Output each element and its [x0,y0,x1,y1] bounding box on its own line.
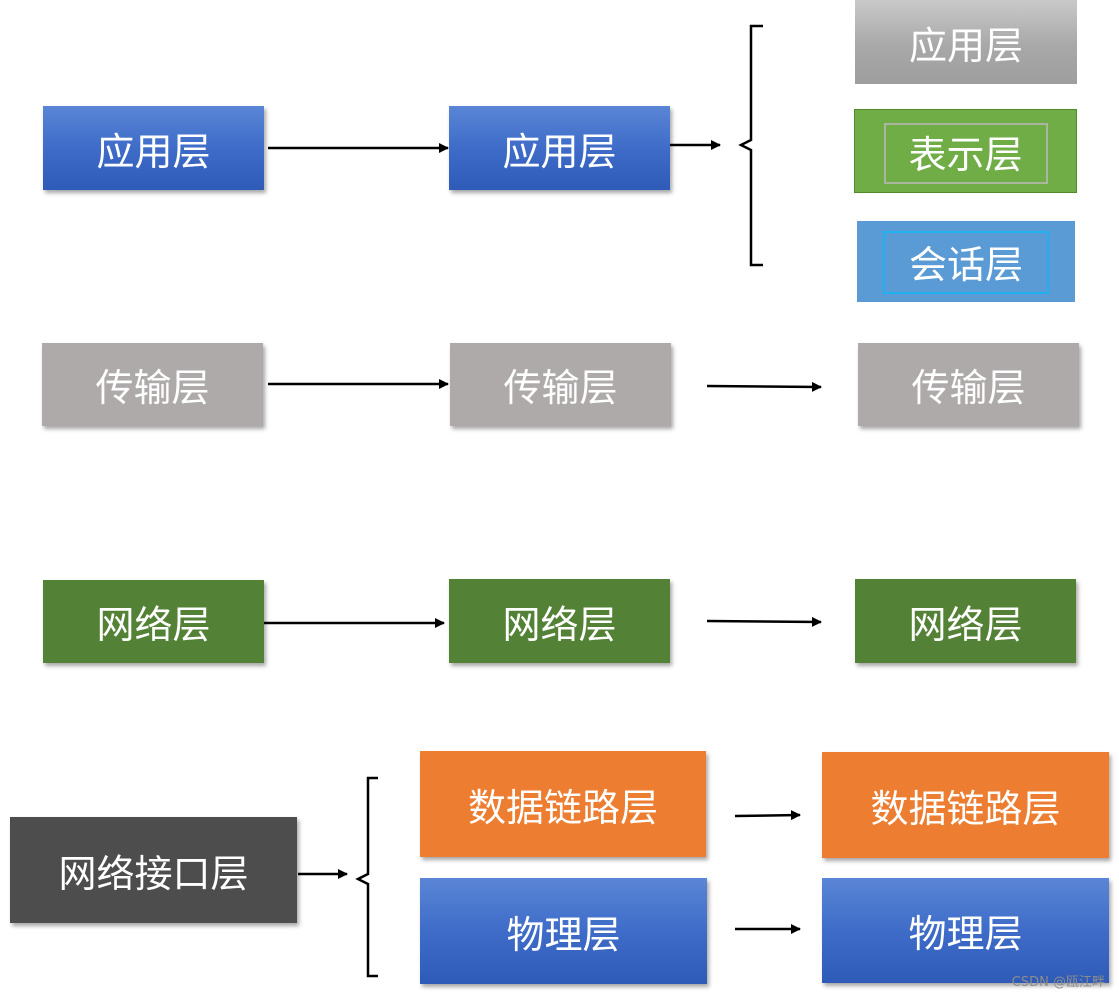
data-link-layer-box-1: 数据链路层 [420,751,706,857]
transport-layer-label-1: 传输层 [95,366,210,410]
arrow-transport-2 [706,381,822,392]
brace-app [738,24,763,267]
network-interface-layer-box: 网络接口层 [10,817,297,923]
data-link-layer-label-1: 数据链路层 [467,785,658,830]
arrow-datalink [734,810,801,821]
session-layer-label: 会话层 [908,243,1023,287]
session-layer-frame [883,231,1049,294]
application-layer-box-2: 应用层 [449,106,670,190]
brace-interface [355,776,378,978]
network-layer-label-1: 网络层 [96,603,211,647]
application-layer-label-1: 应用层 [96,129,211,174]
network-layer-box-1: 网络层 [43,580,264,663]
transport-layer-box-3: 传输层 [858,343,1079,426]
transport-layer-label-3: 传输层 [911,366,1026,410]
data-link-layer-box-2: 数据链路层 [822,752,1109,858]
network-layer-label-2: 网络层 [502,602,617,647]
application-layer-label-3: 应用层 [908,23,1023,68]
data-link-layer-label-2: 数据链路层 [870,786,1061,831]
network-layer-label-3: 网络层 [908,602,1023,647]
application-layer-box-1: 应用层 [43,106,264,190]
presentation-layer-frame [884,123,1048,184]
physical-layer-box-1: 物理层 [420,878,707,984]
watermark: CSDN @瓯江畔 [1011,975,1105,990]
transport-layer-box-2: 传输层 [450,343,671,426]
application-layer-label-2: 应用层 [502,129,617,174]
physical-layer-label-2: 物理层 [908,912,1023,956]
presentation-layer-box: 表示层 [854,109,1077,193]
session-layer-box: 会话层 [857,221,1075,302]
arrow-network-2 [706,616,822,627]
physical-layer-box-2: 物理层 [822,878,1109,983]
transport-layer-box-1: 传输层 [42,343,263,426]
physical-layer-label-1: 物理层 [506,912,621,957]
network-layer-box-2: 网络层 [449,579,670,663]
transport-layer-label-2: 传输层 [503,366,618,410]
network-interface-layer-label: 网络接口层 [58,851,249,896]
application-layer-box-3: 应用层 [855,0,1077,84]
network-layer-box-3: 网络层 [855,579,1076,663]
presentation-layer-label: 表示层 [908,132,1023,177]
